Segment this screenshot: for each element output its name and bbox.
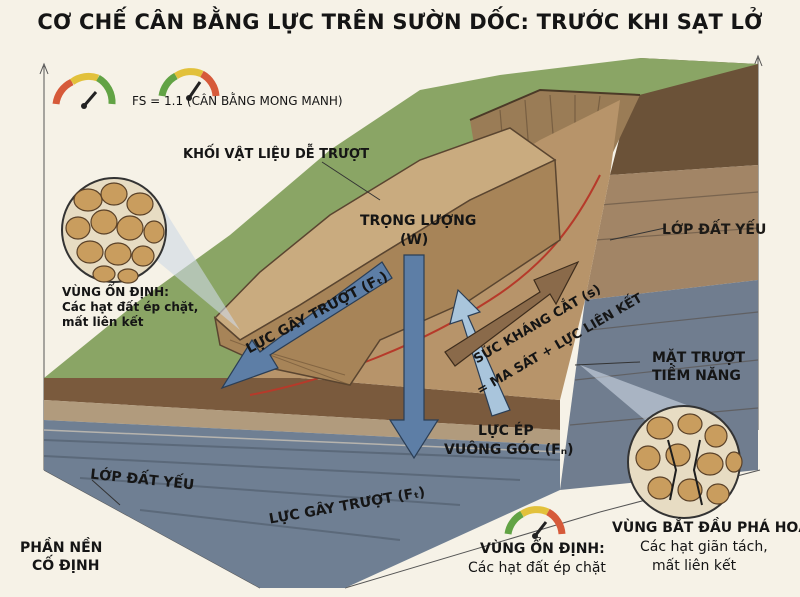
weight-label-line2: (W) xyxy=(400,232,429,248)
bedrock-label-line2: CỐ ĐỊNH xyxy=(32,558,100,574)
magnifier-failure-right xyxy=(627,405,743,519)
callout-cone-right xyxy=(580,365,700,420)
normal-force-label-line2: VUÔNG GÓC (Fₙ) xyxy=(444,442,574,458)
failure-right-callout-line2: mất liên kết xyxy=(652,558,737,574)
weight-arrow xyxy=(388,254,440,460)
magnifier-stable-left xyxy=(61,177,167,284)
normal-force-label-line1: LỰC ÉP xyxy=(478,423,534,439)
failure-right-callout-title: VÙNG BẮT ĐẦU PHÁ HOẠI: xyxy=(612,520,800,536)
force-arrows xyxy=(220,254,580,460)
gauge-bottom xyxy=(504,506,566,539)
weak-layer-label-right: LỚP ĐẤT YẾU xyxy=(662,222,767,238)
stable-bottom-callout-line1: Các hạt đất ép chặt xyxy=(468,560,606,576)
slip-surface-label-line2: TIỀM NĂNG xyxy=(652,368,741,384)
stable-left-callout-line1: Các hạt đất ép chặt, xyxy=(62,300,199,314)
normal-force-arrow xyxy=(449,288,511,417)
stable-left-callout-line2: mất liên kết xyxy=(62,315,144,329)
safety-factor-label: FS = 1.1 (CÂN BẰNG MONG MANH) xyxy=(132,94,343,108)
callout-cone-left xyxy=(150,200,240,330)
stable-bottom-callout-title: VÙNG ỔN ĐỊNH: xyxy=(480,541,605,557)
shear-resistance-arrow xyxy=(444,260,580,367)
slip-surface-label-line1: MẶT TRƯỢT xyxy=(652,350,745,366)
front-weak-layer xyxy=(44,400,560,445)
gauge-right xyxy=(158,68,220,101)
bedrock-label-line1: PHẦN NỀN xyxy=(20,540,103,556)
right-wall-weak-layer xyxy=(585,165,758,300)
front-topsoil xyxy=(44,378,560,430)
failure-right-callout-line1: Các hạt giãn tách, xyxy=(640,539,768,555)
gauge-left xyxy=(52,72,116,109)
stable-left-callout-title: VÙNG ỔN ĐỊNH: xyxy=(62,285,169,299)
weight-label-line1: TRỌNG LƯỢNG xyxy=(360,213,477,229)
sliding-block-label: KHỐI VẬT LIỆU DỄ TRƯỢT xyxy=(183,147,370,162)
leader-lines xyxy=(91,161,666,506)
diagram-title: CƠ CHẾ CÂN BẰNG LỰC TRÊN SƯỜN DỐC: TRƯỚC… xyxy=(37,10,763,34)
driving-force-arrow xyxy=(220,261,393,390)
